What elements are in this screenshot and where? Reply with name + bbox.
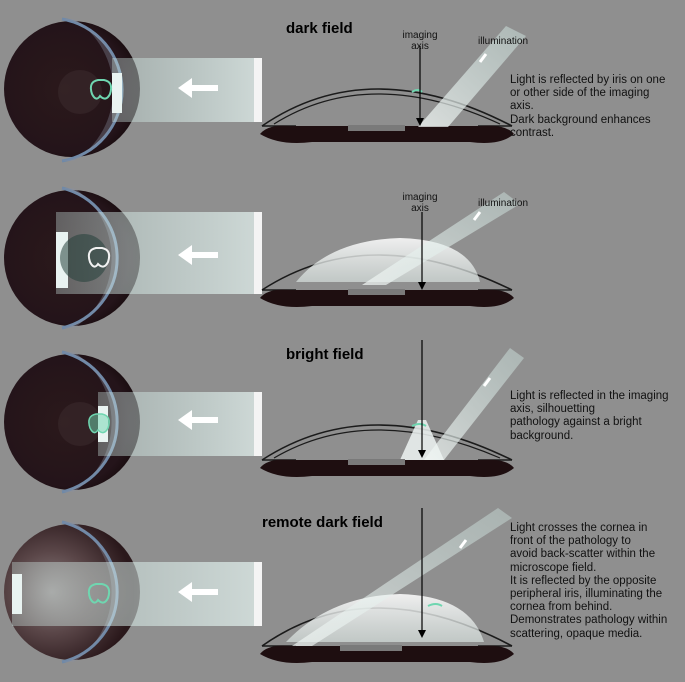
pathology-icon	[88, 413, 110, 434]
imaging-axis-label: imaging axis	[402, 30, 438, 52]
eye-front-view	[4, 350, 262, 494]
cross-section	[260, 508, 514, 663]
lens	[348, 125, 405, 131]
illumination-label: illumination	[478, 36, 529, 47]
cross-section	[260, 192, 520, 307]
arrow-left-icon	[178, 245, 218, 265]
panel-bright-field	[4, 340, 524, 494]
panel-description: Light is reflected by iris on one or oth…	[510, 74, 666, 139]
pathology-icon	[87, 583, 111, 604]
eye-front-view	[4, 520, 262, 664]
eye-front-view	[4, 17, 262, 163]
arrow-left-icon	[178, 410, 218, 430]
panel-title: remote dark field	[262, 514, 383, 531]
illumination-label: illumination	[478, 198, 529, 209]
panel-title: bright field	[286, 346, 364, 363]
illumination-beam	[418, 26, 526, 127]
illumination-beam	[424, 348, 524, 460]
cross-section	[260, 340, 524, 477]
panel-description: Light crosses the cornea in front of the…	[510, 522, 668, 640]
arrow-left-icon	[178, 582, 218, 602]
lens	[348, 289, 405, 295]
eye-front-view	[4, 186, 262, 330]
imaging-axis-label: imaging axis	[402, 192, 438, 214]
lens	[348, 459, 405, 465]
beam-horizontal	[12, 562, 262, 626]
pathology-icon	[89, 78, 113, 100]
pathology-icon	[87, 247, 111, 268]
beam-horizontal	[98, 392, 260, 456]
lens	[340, 645, 402, 651]
cross-section	[260, 26, 526, 143]
panel-2	[4, 186, 520, 330]
illumination-beam	[362, 192, 520, 285]
panel-title: dark field	[286, 20, 353, 37]
arrow-left-icon	[178, 78, 218, 98]
panel-dark-field	[4, 17, 526, 163]
illumination-beam	[292, 508, 512, 646]
panel-remote-dark-field	[4, 508, 514, 664]
panel-description: Light is reflected in the imaging axis, …	[510, 390, 669, 442]
